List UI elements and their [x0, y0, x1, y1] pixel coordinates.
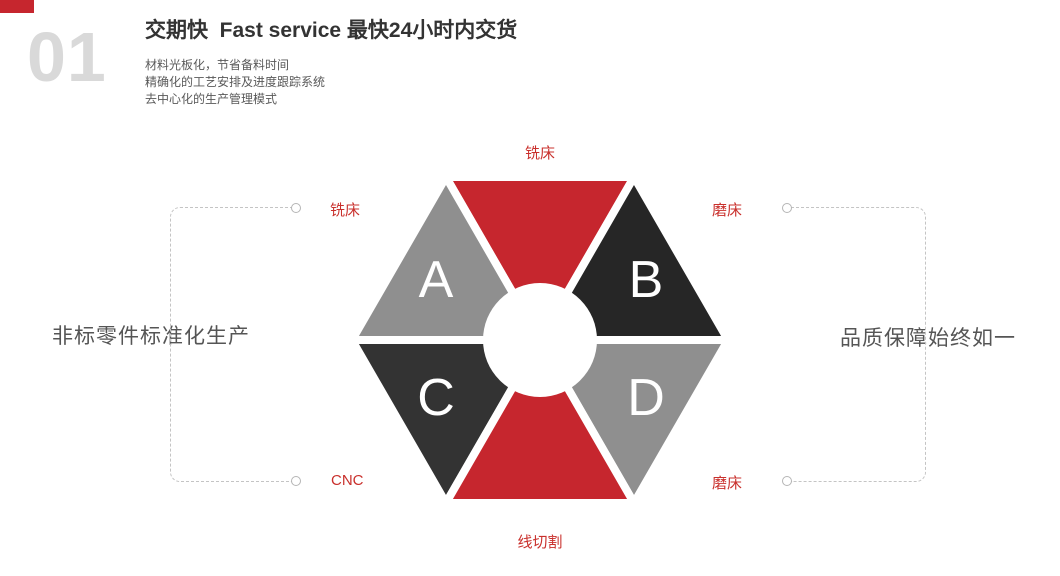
subtitle-line: 精确化的工艺安排及进度跟踪系统	[145, 75, 326, 89]
segment-bottom	[442, 336, 638, 507]
segment-letter-d: D	[627, 369, 665, 427]
section-number: 01	[27, 18, 107, 96]
right-caption: 品质保障始终如一	[840, 327, 1016, 350]
segment-letter-b: B	[629, 251, 664, 309]
segment-label-top: 铣床	[524, 145, 555, 162]
segment-letter-a: A	[419, 251, 454, 309]
right-bracket-line	[791, 207, 926, 482]
segment-label-bottom-left: CNC	[331, 472, 364, 489]
header: 交期快 Fast service 最快24小时内交货 材料光板化，节省备料时间 …	[145, 14, 517, 108]
segment-label-bottom: 线切割	[517, 534, 563, 551]
connector-dot	[291, 203, 301, 213]
segment-label-bottom-right: 磨床	[712, 475, 743, 492]
connector-dot	[291, 476, 301, 486]
hexagon-diagram: A B C D	[348, 173, 732, 507]
subtitle-line: 材料光板化，节省备料时间	[145, 58, 290, 72]
accent-red-chip	[0, 0, 34, 13]
left-caption: 非标零件标准化生产	[52, 325, 250, 348]
subtitle-list: 材料光板化，节省备料时间 精确化的工艺安排及进度跟踪系统 去中心化的生产管理模式	[145, 57, 517, 108]
segment-letter-c: C	[417, 369, 455, 427]
connector-dot	[782, 476, 792, 486]
left-bracket-line	[170, 207, 292, 482]
segment-label-top-right: 磨床	[712, 202, 743, 219]
center-circle	[483, 283, 597, 397]
subtitle-line: 去中心化的生产管理模式	[145, 92, 278, 106]
segment-label-top-left: 铣床	[330, 202, 361, 219]
page-title: 交期快 Fast service 最快24小时内交货	[145, 19, 518, 42]
connector-dot	[782, 203, 792, 213]
